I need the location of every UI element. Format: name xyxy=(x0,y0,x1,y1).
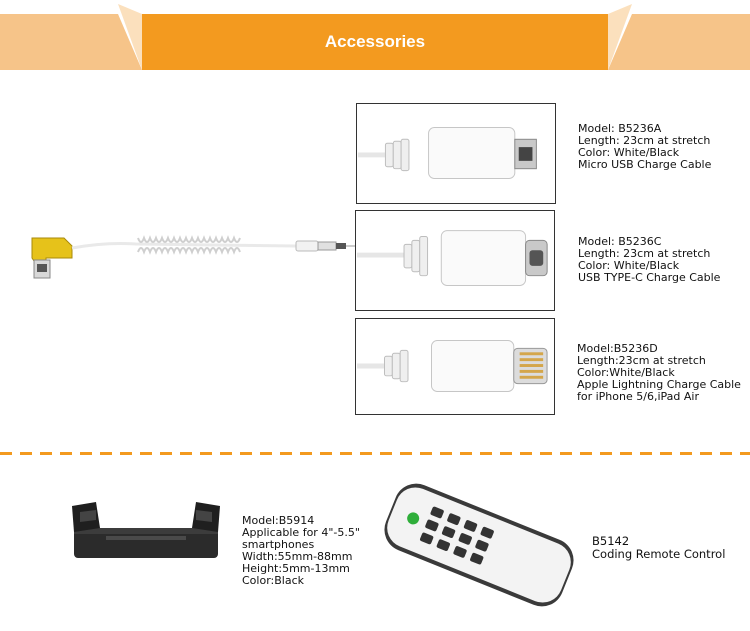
spec-line: Color:White/Black xyxy=(577,366,675,379)
spec-line: Color: White/Black xyxy=(578,259,680,272)
micro-usb-cable-icon xyxy=(357,127,537,179)
spec-line: Length:23cm at stretch xyxy=(577,354,706,367)
usb-type-c-cable-icon xyxy=(356,230,548,286)
coiled-cable-image xyxy=(31,235,356,279)
phone-holder-clamp-icon xyxy=(72,502,220,558)
spec-line: smartphones xyxy=(242,538,315,551)
banner-shape xyxy=(0,4,750,70)
spec-line: Height:5mm-13mm xyxy=(242,562,350,575)
spec-line: Apple Lightning Charge Cable xyxy=(577,378,741,391)
remote-control-icon xyxy=(384,483,574,607)
spec-line: Length: 23cm at stretch xyxy=(578,134,711,147)
spec-line: Applicable for 4"-5.5" xyxy=(242,526,360,539)
spec-line: B5142 xyxy=(592,534,630,548)
spec-b5236a: Model: B5236A Length: 23cm at stretch Co… xyxy=(578,123,711,171)
spec-line: Model: B5236A xyxy=(578,122,662,135)
spec-b5142: B5142 Coding Remote Control xyxy=(592,535,725,561)
header-banner: Accessories xyxy=(0,0,750,72)
spec-line: Coding Remote Control xyxy=(592,547,726,561)
spec-line: USB TYPE-C Charge Cable xyxy=(578,271,721,284)
spec-line: Color:Black xyxy=(242,574,304,587)
spec-line: Width:55mm-88mm xyxy=(242,550,353,563)
spec-line: Model:B5914 xyxy=(242,514,315,527)
product-frame-b5236a xyxy=(356,103,556,204)
product-frame-b5236c xyxy=(355,210,555,311)
spec-line: Model: B5236C xyxy=(578,235,662,248)
section-divider xyxy=(0,452,750,455)
lightning-cable-icon xyxy=(357,340,548,392)
banner-center xyxy=(142,14,608,70)
spec-line: Length: 23cm at stretch xyxy=(578,247,711,260)
spec-line: Micro USB Charge Cable xyxy=(578,158,712,171)
spec-line: for iPhone 5/6,iPad Air xyxy=(577,390,699,403)
page-title: Accessories xyxy=(324,32,426,51)
spec-b5236c: Model: B5236C Length: 23cm at stretch Co… xyxy=(578,236,720,284)
spec-line: Color: White/Black xyxy=(578,146,680,159)
spec-line: Model:B5236D xyxy=(577,342,658,355)
spec-b5236d: Model:B5236D Length:23cm at stretch Colo… xyxy=(577,343,741,403)
product-frame-b5236d xyxy=(355,318,555,415)
spec-b5914: Model:B5914 Applicable for 4"-5.5" smart… xyxy=(242,515,360,587)
